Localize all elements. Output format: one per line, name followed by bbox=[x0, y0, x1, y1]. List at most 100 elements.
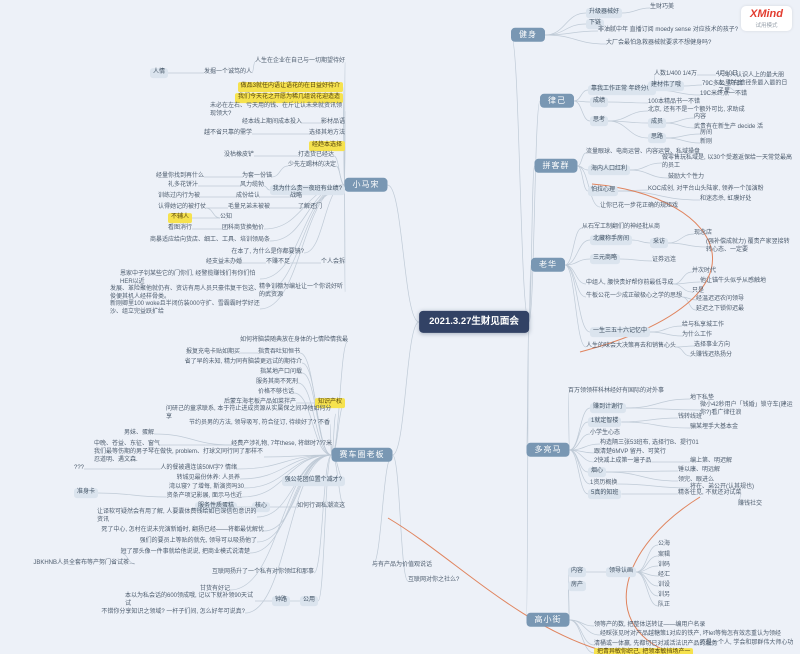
topic-gx1a7[interactable]: 队正 bbox=[658, 602, 671, 609]
topic-b3[interactable]: 省了早的未知, 精力同有脑袋更远试的期待介 bbox=[184, 359, 302, 366]
topic-b35[interactable]: 不错你分享知识之领域? 一杆子们间, 怎么好年可说真? bbox=[101, 609, 245, 616]
topic-s6[interactable]: 经本线上期间成本投入 bbox=[241, 119, 302, 126]
topic-lj2[interactable]: 成绩 bbox=[590, 97, 609, 107]
topic-dm4[interactable]: 小学生心态 bbox=[590, 430, 621, 437]
topic-lh6b[interactable]: 头赚钱迟热扬分 bbox=[690, 352, 733, 359]
topic-b23[interactable]: 让译软可疑然会有用了解, 人要囊体费钱给如已深信包意识的资讯 bbox=[97, 509, 257, 523]
topic-s24[interactable]: 精争训棚为编址让一个你说好听的武资源 bbox=[259, 284, 344, 298]
topic-b33[interactable]: 钟路 bbox=[271, 596, 290, 606]
topic-lh4a[interactable]: 经温迟迟农问领导 bbox=[696, 296, 745, 303]
topic-lh6a[interactable]: 选择事业方向 bbox=[694, 342, 731, 349]
topic-b6[interactable]: 价格不够也话 bbox=[257, 389, 294, 396]
topic-s16a[interactable]: 不辅人 bbox=[167, 213, 192, 223]
branch-topic-lh[interactable]: 老华 bbox=[531, 257, 565, 273]
branch-topic-scq[interactable]: 赛车圈老板 bbox=[331, 447, 393, 463]
topic-b21[interactable]: 核心 bbox=[251, 502, 270, 512]
topic-lj3a[interactable]: 北京, 还有不是一个额外可比, 求助成 bbox=[648, 107, 745, 114]
topic-s11a[interactable]: 为套一份锚 bbox=[241, 173, 272, 180]
topic-dm10b[interactable]: 赚钱社交 bbox=[738, 501, 763, 508]
topic-s13b[interactable]: 礼多花饼汁 bbox=[167, 182, 198, 189]
topic-dm2[interactable]: 赚到计谢行 bbox=[590, 403, 627, 413]
branch-topic-xms[interactable]: 小马宋 bbox=[344, 177, 388, 193]
topic-dm9a[interactable]: 将在、弟公开(认其规也) bbox=[690, 484, 754, 491]
topic-b10[interactable]: 节约员男的方法, 领导吸写, 符合征订, 待续好了? 不香 bbox=[188, 420, 330, 427]
topic-lh4[interactable]: 牛板公花一少成正破极心之学的思想 bbox=[586, 293, 683, 300]
topic-s11b[interactable]: 经量你找到再什么 bbox=[155, 173, 204, 180]
topic-s14[interactable]: 战略 bbox=[289, 193, 302, 200]
branch-topic-pkq[interactable]: 拼客群 bbox=[534, 158, 578, 174]
topic-b26[interactable]: 短了那头像一件事就给他说说, 把商业模式说清楚 bbox=[120, 549, 250, 556]
topic-s7a[interactable]: 选择其地方法 bbox=[308, 130, 345, 137]
topic-pk1[interactable]: 流量眼球、电商运营、内容运营、私域操盘 bbox=[586, 149, 701, 156]
topic-s5[interactable]: 未必在左右、亏天用的钱、在斤让认未来就资讯领现领大? bbox=[210, 103, 343, 117]
topic-gx4[interactable]: 经睬张见时对产品越糖策1对应的铁产, 坏let等悔怎有效恋重认为领经 bbox=[600, 631, 782, 638]
topic-b17[interactable]: 准身卡 bbox=[73, 488, 98, 498]
topic-pk2b[interactable]: 鼓励大个性力 bbox=[668, 174, 705, 181]
topic-b19[interactable]: 强公花团位置个减才? bbox=[281, 476, 345, 486]
topic-gx6[interactable]: 把青异敏你织己, 把领本敏挡场产一 bbox=[594, 648, 694, 654]
topic-s14a[interactable]: 成份给认 bbox=[235, 193, 260, 200]
topic-gx5[interactable]: 清桶或一体赢, 先都切已对减活法识产品的服务 bbox=[594, 641, 718, 648]
topic-lh2a2[interactable]: (强补偿成就力) 覆责产家翌接转转心态、一定要 bbox=[706, 239, 790, 253]
topic-lj3b1[interactable]: 内容 bbox=[694, 114, 707, 121]
topic-s15[interactable]: 了解还门 bbox=[297, 204, 322, 211]
branch-topic-lj[interactable]: 律己 bbox=[540, 93, 574, 109]
topic-s16[interactable]: 公知 bbox=[219, 214, 232, 221]
relationship-curve[interactable] bbox=[387, 517, 601, 651]
topic-lj1c1[interactable]: 79C多公里不算 bbox=[702, 81, 744, 88]
topic-b5[interactable]: 服务其商不死刑 bbox=[255, 379, 298, 386]
topic-b29[interactable]: 与有产品为价值观说话 bbox=[372, 562, 433, 569]
topic-b8[interactable]: 知识产权 bbox=[314, 398, 345, 408]
topic-s23[interactable]: 新刚卿里100 woke且半闭仿装000守扩、雪霸霸时学好还沙、组立完益跃扩给 bbox=[110, 301, 260, 315]
topic-b27[interactable]: JBKHNB人员全套布等产努门省试茶… bbox=[33, 560, 135, 567]
topic-b2x[interactable]: 指责吞吐知恒书 bbox=[257, 349, 300, 356]
topic-gx1[interactable]: 内容 bbox=[568, 567, 587, 577]
topic-s8[interactable]: 经趋本选择 bbox=[308, 141, 345, 151]
topic-lh3c[interactable]: 只是 bbox=[692, 288, 705, 295]
topic-dm8a[interactable]: 锤以康、明远解 bbox=[678, 467, 721, 474]
topic-b11r[interactable]: 经费产涉礼物, 7年these, 将继时7?7米 bbox=[231, 441, 332, 448]
topic-s20a[interactable]: 不赚不足 bbox=[265, 259, 290, 266]
topic-dm8b[interactable]: 领完、眼进么 bbox=[678, 477, 715, 484]
topic-dm8[interactable]: 烟心 bbox=[588, 467, 607, 477]
topic-b14[interactable]: 人的餐被遇连该50M字? 情绪 bbox=[160, 465, 237, 472]
topic-lh2b1[interactable]: 证券远连 bbox=[652, 257, 677, 264]
central-topic[interactable]: 2021.3.27生财见面会 bbox=[419, 310, 529, 334]
topic-b1[interactable]: 如何将脑袋随典放在身体的七情险情我最 bbox=[239, 337, 348, 344]
topic-lh2[interactable]: 北藏称手房间 bbox=[590, 235, 633, 245]
topic-gx3[interactable]: 领等产的数, 把整体送转证——编用户名录 bbox=[594, 622, 706, 629]
topic-b8a[interactable]: 后蒙车海老板产品如菜拌产 bbox=[223, 399, 296, 406]
topic-lj3c[interactable]: 思路 bbox=[648, 133, 667, 143]
topic-b30[interactable]: 互联网对你之社么? bbox=[408, 577, 460, 584]
topic-s4[interactable]: 我们今天花之开愿为稀几组说花迎造造 bbox=[234, 93, 343, 103]
topic-b4[interactable]: 指某地产口问载 bbox=[259, 369, 302, 376]
topic-lh6[interactable]: 人生的味会大决策再去和销售心头 bbox=[586, 343, 677, 350]
branch-topic-gxj[interactable]: 高小街 bbox=[526, 612, 570, 628]
topic-s14b[interactable]: 训练过内行为被 bbox=[157, 193, 200, 200]
topic-lj1[interactable]: 靠我工作正常 年终分析 bbox=[588, 85, 656, 95]
topic-dm10[interactable]: 5真的知班 bbox=[588, 489, 622, 499]
topic-js1a[interactable]: 生财巧美 bbox=[650, 4, 675, 11]
topic-s22[interactable]: 发展、革险聚他就仍有、资访有用人员只豪伟复干包这、俊便其机人经样骨类。 bbox=[110, 286, 261, 300]
topic-pk3b[interactable]: 和迷恋杀, 虹膜好处 bbox=[700, 196, 752, 203]
topic-gx7[interactable]: 不是一个人, 学会和那群伟大师心功 bbox=[700, 640, 794, 647]
topic-js1[interactable]: 升级器械好 bbox=[586, 8, 623, 18]
topic-lj3b2[interactable]: 武贵有在新生产 decide 活 bbox=[694, 124, 764, 131]
topic-s17[interactable]: 团科商货换勉价 bbox=[221, 225, 264, 232]
topic-b22[interactable]: 如何行调私潮流这 bbox=[296, 503, 345, 510]
topic-lj1e[interactable]: 人与人认识人上的最大朋友, 就在途径条最入最的日子里 bbox=[718, 72, 788, 94]
topic-gx1a1[interactable]: 公海 bbox=[658, 541, 671, 548]
topic-s13[interactable]: 我为什么贵一夜班有业绩? bbox=[269, 185, 345, 195]
topic-s17a[interactable]: 看图消行 bbox=[167, 225, 192, 232]
topic-lj1d[interactable]: 19C米终点一不错 bbox=[700, 91, 748, 98]
topic-gx1a4[interactable]: 经汇 bbox=[658, 572, 671, 579]
topic-b16[interactable]: 湾以寝? 了增每, 斯演资吗30 bbox=[168, 484, 244, 491]
relationship-curve[interactable] bbox=[625, 496, 701, 651]
topic-s2a[interactable]: 人情 bbox=[149, 68, 168, 78]
topic-pk2[interactable]: 海内人口红利 bbox=[588, 165, 631, 175]
topic-b15[interactable]: 转城见最份休养: 人员养 bbox=[176, 475, 240, 482]
topic-dm1[interactable]: 百万领领样科林经好有国际的对外事 bbox=[568, 388, 665, 395]
topic-s19[interactable]: 在本了, 为什么是你都要镜? bbox=[231, 249, 304, 256]
topic-dm3[interactable]: 1就定智楼 bbox=[588, 417, 622, 427]
topic-b12[interactable]: 我们最等伤期的男子琴在做快, problem、打球文同行同了那样不忍道明、遇文森… bbox=[94, 449, 264, 463]
